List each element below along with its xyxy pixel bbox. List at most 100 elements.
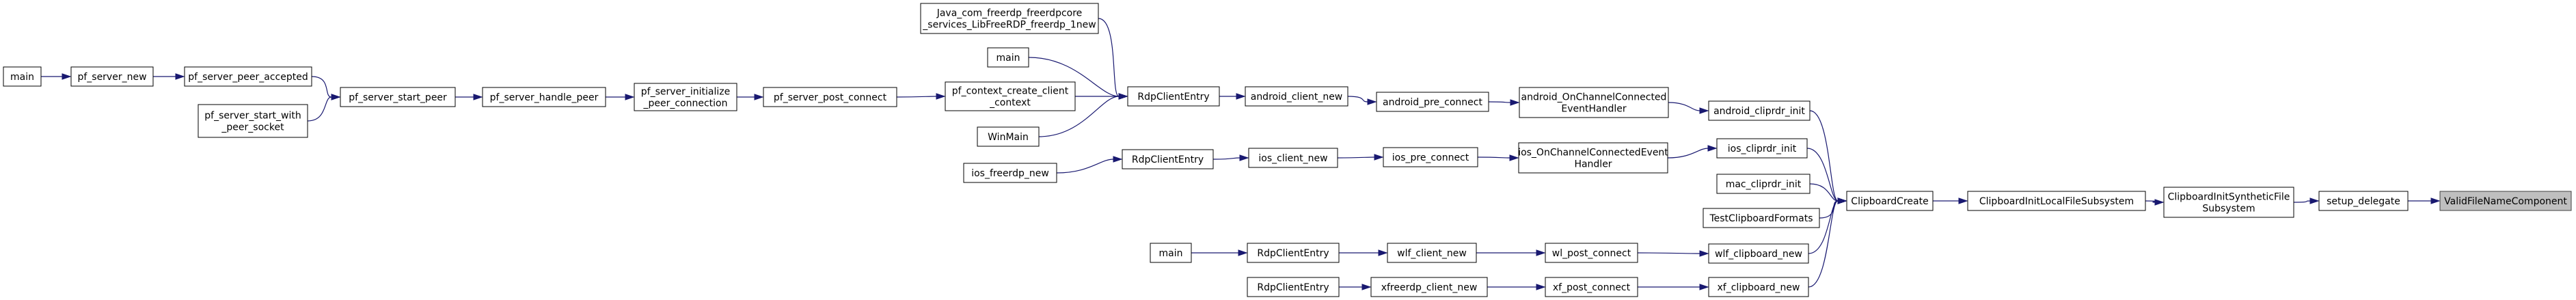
node-box[interactable] <box>1387 243 1477 263</box>
node-label: ClipboardCreate <box>1851 196 1928 207</box>
node-rdpclient2[interactable]: RdpClientEntry <box>1122 149 1214 169</box>
node-box[interactable] <box>340 87 456 107</box>
node-label: android_pre_connect <box>1383 97 1482 108</box>
node-box[interactable] <box>1846 191 1934 211</box>
node-pf-server-initialize-peer-connection[interactable]: pf_server_initialize_peer_connection <box>634 83 737 111</box>
node-mac-cliprdr-init[interactable]: mac_cliprdr_init <box>1716 174 1811 194</box>
node-box[interactable] <box>2163 187 2294 218</box>
node-box[interactable] <box>3 66 42 87</box>
node-box[interactable] <box>1545 243 1638 263</box>
node-pf-server-start-peer[interactable]: pf_server_start_peer <box>340 87 456 107</box>
node-box[interactable] <box>184 66 312 87</box>
node-box[interactable] <box>920 3 1099 34</box>
edges-layer <box>41 18 2441 290</box>
node-android-cliprdr-init[interactable]: android_cliprdr_init <box>1708 100 1811 121</box>
node-box[interactable] <box>945 81 1076 111</box>
node-box[interactable] <box>1247 243 1340 263</box>
node-box[interactable] <box>1708 277 1809 297</box>
node-box[interactable] <box>2318 191 2409 211</box>
node-pf-server-start-with-peer-socket[interactable]: pf_server_start_with_peer_socket <box>198 104 308 138</box>
node-rdpclient1[interactable]: RdpClientEntry <box>1127 86 1220 107</box>
edge-ios_client_new-to-ios_pre_connect <box>1337 156 1375 159</box>
node-box[interactable] <box>198 104 308 138</box>
node-android-pre-connect[interactable]: android_pre_connect <box>1376 92 1489 112</box>
node-clipboardinitlocalfilesubsystem[interactable]: ClipboardInitLocalFileSubsystem <box>1967 191 2146 211</box>
edge-ios_freerdp_new-to-rdpclient2 <box>1056 159 1114 174</box>
node-winmain[interactable]: WinMain <box>977 126 1040 147</box>
node-pf-server-new[interactable]: pf_server_new <box>70 66 154 87</box>
arrowhead-rdpclient3-to-wlf_client_new <box>1378 249 1388 256</box>
node-xf-clipboard-new[interactable]: xf_clipboard_new <box>1708 277 1809 297</box>
node-box[interactable] <box>482 87 606 107</box>
edge-wl_post_connect-to-wlf_clipboard_new <box>1637 252 1700 254</box>
node-pf-server-peer-accepted[interactable]: pf_server_peer_accepted <box>184 66 312 87</box>
node-java-libfreerdp[interactable]: Java_com_freerdp_freerdpcore_services_Li… <box>920 3 1099 34</box>
node-box[interactable] <box>1150 243 1192 263</box>
node-box[interactable] <box>1247 277 1340 297</box>
node-box[interactable] <box>763 87 897 107</box>
node-label: Handler <box>1574 159 1612 170</box>
node-setup-delegate[interactable]: setup_delegate <box>2318 191 2409 211</box>
node-wl-post-connect[interactable]: wl_post_connect <box>1545 243 1638 263</box>
node-pf-server-post-connect[interactable]: pf_server_post_connect <box>763 87 897 107</box>
node-xfreerdp-client-new[interactable]: xfreerdp_client_new <box>1370 277 1488 297</box>
node-label: ios_client_new <box>1258 153 1327 164</box>
node-label: pf_server_new <box>77 72 146 83</box>
node-box[interactable] <box>1703 208 1820 228</box>
node-box[interactable] <box>634 83 737 111</box>
node-box[interactable] <box>1519 87 1669 118</box>
node-label: Subsystem <box>2202 204 2255 215</box>
node-box[interactable] <box>1716 138 1808 159</box>
edge-android_pre_connect-to-android_onchannel <box>1488 101 1511 103</box>
node-box[interactable] <box>70 66 154 87</box>
node-ios-pre-connect[interactable]: ios_pre_connect <box>1383 147 1478 167</box>
node-box[interactable] <box>1122 149 1214 169</box>
node-label: xfreerdp_client_new <box>1381 282 1478 293</box>
node-label: RdpClientEntry <box>1257 282 1329 293</box>
node-box[interactable] <box>1376 92 1489 112</box>
node-ios-cliprdr-init[interactable]: ios_cliprdr_init <box>1716 138 1808 159</box>
node-box[interactable] <box>1248 148 1338 168</box>
node-pf-server-handle-peer[interactable]: pf_server_handle_peer <box>482 87 606 107</box>
arrowhead-setup_delegate-to-validfilenamecomponent <box>2430 197 2441 204</box>
arrowhead-pf_server_new-to-pf_server_peer_accepted <box>175 73 185 80</box>
node-clipboardcreate[interactable]: ClipboardCreate <box>1846 191 1934 211</box>
node-rdpclient3[interactable]: RdpClientEntry <box>1247 243 1340 263</box>
node-label: EventHandler <box>1561 104 1626 115</box>
node-ios-freerdp-new[interactable]: ios_freerdp_new <box>963 163 1057 183</box>
node-ios-client-new[interactable]: ios_client_new <box>1248 148 1338 168</box>
node-main3[interactable]: main <box>1150 243 1192 263</box>
arrowhead-clipboardcreate-to-clipboardinitlocalfilesubsystem <box>1958 197 1968 204</box>
edge-ios_onchannel-to-ios_cliprdr_init <box>1667 148 1709 159</box>
node-box[interactable] <box>1127 86 1220 107</box>
node-main2[interactable]: main <box>987 47 1029 68</box>
node-box[interactable] <box>1370 277 1488 297</box>
node-box[interactable] <box>1518 142 1668 174</box>
arrowhead-ios_client_new-to-ios_pre_connect <box>1374 154 1384 161</box>
node-box[interactable] <box>977 126 1040 147</box>
node-box[interactable] <box>1545 277 1638 297</box>
node-label: WinMain <box>988 132 1029 143</box>
node-wlf-client-new[interactable]: wlf_client_new <box>1387 243 1477 263</box>
node-testclipboardformats[interactable]: TestClipboardFormats <box>1703 208 1820 228</box>
node-box[interactable] <box>1708 243 1809 264</box>
node-xf-post-connect[interactable]: xf_post_connect <box>1545 277 1638 297</box>
node-box[interactable] <box>963 163 1057 183</box>
node-box[interactable] <box>987 47 1029 68</box>
node-box[interactable] <box>1967 191 2146 211</box>
node-box[interactable] <box>1383 147 1478 167</box>
node-box[interactable] <box>1708 100 1811 121</box>
node-pf-context-create-client-context[interactable]: pf_context_create_client_context <box>945 81 1076 111</box>
node-rdpclient4[interactable]: RdpClientEntry <box>1247 277 1340 297</box>
node-wlf-clipboard-new[interactable]: wlf_clipboard_new <box>1708 243 1809 264</box>
node-label: wlf_client_new <box>1397 248 1467 259</box>
node-box[interactable] <box>1716 174 1811 194</box>
node-label: android_client_new <box>1251 92 1343 103</box>
node-android-client-new[interactable]: android_client_new <box>1245 86 1348 107</box>
node-main1[interactable]: main <box>3 66 42 87</box>
node-box[interactable] <box>1245 86 1348 107</box>
node-label: xf_post_connect <box>1553 282 1631 293</box>
